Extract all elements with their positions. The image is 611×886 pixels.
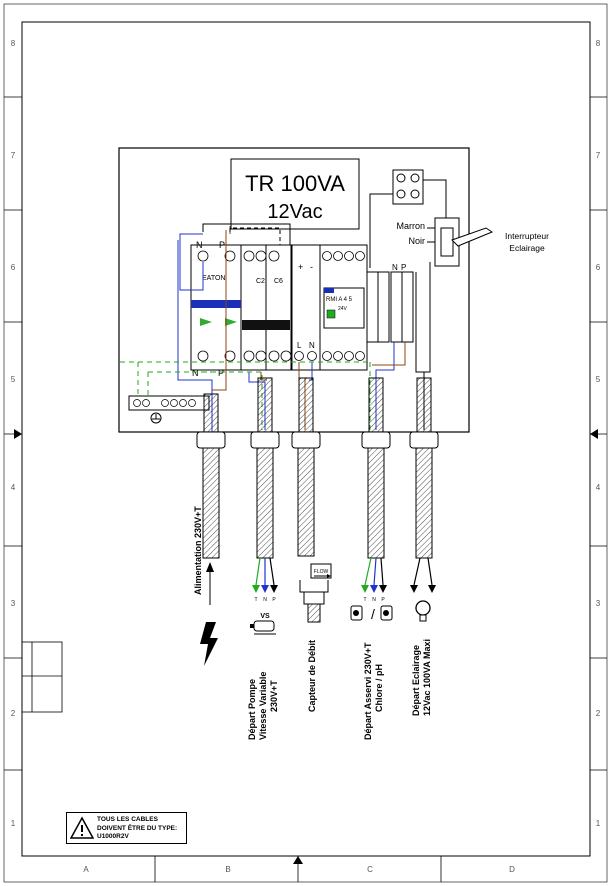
fuse-holder-2 (377, 271, 390, 343)
fuse-n-label: N (392, 263, 398, 272)
title-block (21, 641, 63, 713)
label-capteur: Capteur de Débit (307, 640, 317, 712)
switch-wire-noir: Noir (408, 236, 425, 246)
row-label: 5 (596, 375, 601, 384)
label-eclairage-1: Départ Eclairage (411, 645, 421, 716)
asservi-t: T (363, 597, 366, 603)
pompe-n: N (263, 597, 267, 603)
chlorine-device-icon (350, 605, 363, 621)
center-arrow-left (14, 429, 22, 439)
row-label: 1 (11, 819, 16, 828)
pump-motor-icon (250, 620, 276, 635)
row-label: 6 (11, 263, 16, 272)
transformer-box (230, 158, 360, 230)
row-label: 3 (596, 599, 601, 608)
flow-label: FLOW (314, 569, 329, 575)
label-pompe-2: Vitesse Variable (258, 672, 268, 740)
cable-capteur (291, 377, 321, 557)
label-pompe-3: 230V+T (269, 680, 279, 712)
center-arrow-bottom (293, 856, 303, 864)
earth-terminal-strip (128, 395, 210, 411)
fuse-holder-4 (401, 271, 414, 343)
cable-alimentation (196, 393, 226, 559)
terminal-plus: + (298, 262, 303, 272)
center-arrow-right (590, 429, 598, 439)
warning-triangle-icon (70, 816, 94, 839)
transformer-title: TR 100VA (245, 171, 345, 196)
ph-device-icon (380, 605, 393, 621)
transformer-voltage: 12Vac (267, 201, 322, 223)
col-label: D (509, 865, 515, 874)
breaker-c2-label: C2 (256, 278, 265, 285)
row-label: 4 (596, 483, 601, 492)
label-alimentation: Alimentation 230V+T (193, 506, 203, 595)
pompe-p: P (272, 597, 276, 603)
terminal-n-bottom: N (192, 368, 199, 378)
row-label: 2 (596, 709, 601, 718)
switch-title-2: Eclairage (509, 243, 545, 253)
col-label: C (367, 865, 373, 874)
lightning-icon (200, 622, 218, 666)
row-label: 7 (596, 151, 601, 160)
drawing-frame (21, 21, 591, 857)
cable-asservi (361, 377, 391, 559)
asservi-p: P (381, 597, 385, 603)
pompe-t: T (254, 597, 257, 603)
earth-symbol-icon (150, 412, 162, 424)
warning-text: TOUS LES CABLES DOIVENT ÊTRE DU TYPE: U1… (97, 816, 178, 840)
row-label: 3 (11, 599, 16, 608)
col-label: A (83, 865, 89, 874)
row-label: 4 (11, 483, 16, 492)
cable-warning: TOUS LES CABLES DOIVENT ÊTRE DU TYPE: U1… (66, 812, 187, 844)
terminal-minus: - (310, 262, 313, 272)
outer-border (3, 3, 608, 883)
row-label: 1 (596, 819, 601, 828)
breaker-black-band (242, 320, 290, 330)
fuse-p-label: P (401, 263, 406, 272)
cable-pompe (250, 377, 280, 559)
label-pompe-1: Départ Pompe (247, 679, 257, 740)
breaker-brand: EATON (202, 275, 225, 282)
terminal-l: L (297, 341, 302, 350)
breaker-blue-band (191, 300, 241, 308)
fuse-holder-3 (390, 271, 403, 343)
row-label: 8 (596, 39, 601, 48)
cable-eclairage (409, 377, 439, 559)
switch-title-1: Interrupteur (505, 231, 549, 241)
svg-text:/: / (371, 606, 375, 622)
input-arrow-icon (206, 562, 214, 572)
fuse-holder-1 (366, 271, 379, 343)
terminal-p-top: P (219, 240, 225, 250)
relay-label: RMI A 4 5 (326, 297, 353, 303)
label-asservi-1: Départ Asservi 230V+T (363, 642, 373, 740)
row-label: 8 (11, 39, 16, 48)
label-asservi-2: Chlore / pH (374, 664, 384, 712)
terminal-block-12v (392, 169, 424, 205)
relay-voltage: 24V (338, 306, 348, 312)
terminal-n-psu: N (309, 341, 315, 350)
flow-sensor-head (310, 563, 332, 579)
row-label: 6 (596, 263, 601, 272)
row-label: 5 (11, 375, 16, 384)
label-eclairage-2: 12Vac 100VA Maxi (422, 639, 432, 716)
vs-label: VS (260, 613, 270, 620)
asservi-n: N (372, 597, 376, 603)
breaker-c6-label: C6 (274, 278, 283, 285)
switch-wire-marron: Marron (396, 221, 425, 231)
switch-lever-icon (451, 227, 494, 247)
row-label: 2 (11, 709, 16, 718)
col-label: B (225, 865, 230, 874)
row-label: 7 (11, 151, 16, 160)
terminal-p-bottom: P (218, 368, 224, 378)
flow-sensor-thread (307, 603, 321, 623)
terminal-n-top: N (196, 240, 203, 250)
light-bulb-icon (415, 600, 431, 622)
